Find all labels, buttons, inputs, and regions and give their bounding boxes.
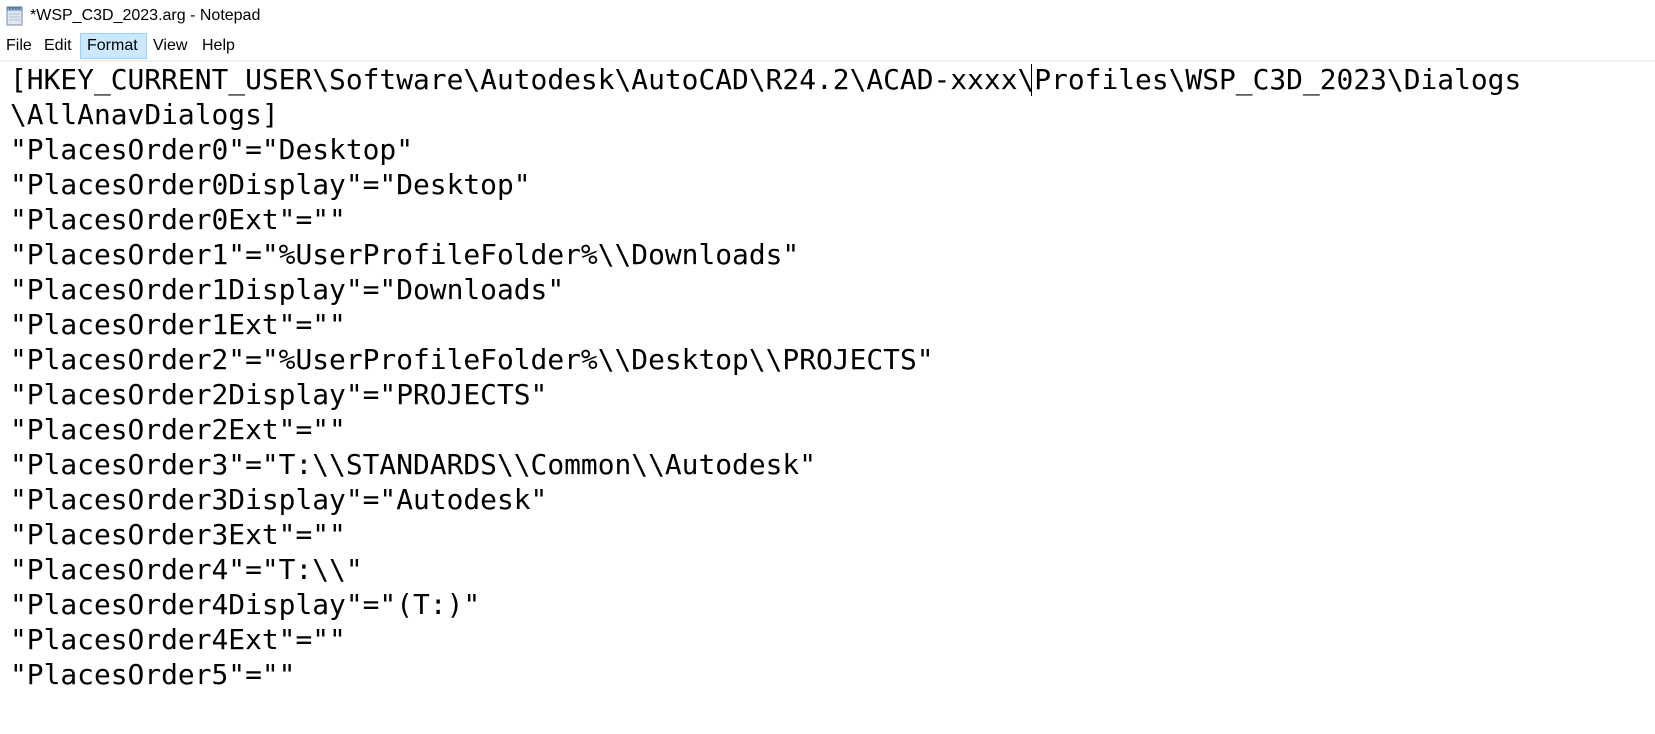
text-line: "PlacesOrder1Ext"="" [10, 308, 346, 341]
text-line: [HKEY_CURRENT_USER\Software\Autodesk\Aut… [10, 63, 1522, 96]
menu-help[interactable]: Help [202, 37, 235, 54]
text-line: "PlacesOrder4Display"="(T:)" [10, 588, 481, 621]
text-line: \AllAnavDialogs] [10, 98, 279, 131]
text-line: "PlacesOrder0"="Desktop" [10, 133, 413, 166]
text-line: "PlacesOrder3Ext"="" [10, 518, 346, 551]
menu-bar: File Edit Format View Help [0, 33, 1655, 60]
text-line: "PlacesOrder0Ext"="" [10, 203, 346, 236]
text-line: "PlacesOrder0Display"="Desktop" [10, 168, 531, 201]
menu-edit[interactable]: Edit [44, 37, 72, 54]
text-line: "PlacesOrder2Ext"="" [10, 413, 346, 446]
text-line: "PlacesOrder4"="T:\\" [10, 553, 363, 586]
text-line: "PlacesOrder2Display"="PROJECTS" [10, 378, 548, 411]
menu-file[interactable]: File [6, 37, 32, 54]
text-line: "PlacesOrder3"="T:\\STANDARDS\\Common\\A… [10, 448, 816, 481]
menu-format[interactable]: Format [80, 33, 147, 59]
notepad-icon [6, 6, 24, 26]
window-title: *WSP_C3D_2023.arg - Notepad [30, 7, 261, 24]
text-line: "PlacesOrder4Ext"="" [10, 623, 346, 656]
menu-view[interactable]: View [153, 37, 188, 54]
text-line: "PlacesOrder1Display"="Downloads" [10, 273, 565, 306]
text-line: "PlacesOrder5"="" [10, 658, 296, 691]
title-bar[interactable]: *WSP_C3D_2023.arg - Notepad [0, 0, 1655, 33]
menu-separator [0, 60, 1655, 62]
text-line: "PlacesOrder2"="%UserProfileFolder%\\Des… [10, 343, 934, 376]
text-editor[interactable]: [HKEY_CURRENT_USER\Software\Autodesk\Aut… [0, 62, 1655, 734]
text-line: "PlacesOrder1"="%UserProfileFolder%\\Dow… [10, 238, 800, 271]
text-line: "PlacesOrder3Display"="Autodesk" [10, 483, 548, 516]
text-caret [1031, 64, 1032, 96]
